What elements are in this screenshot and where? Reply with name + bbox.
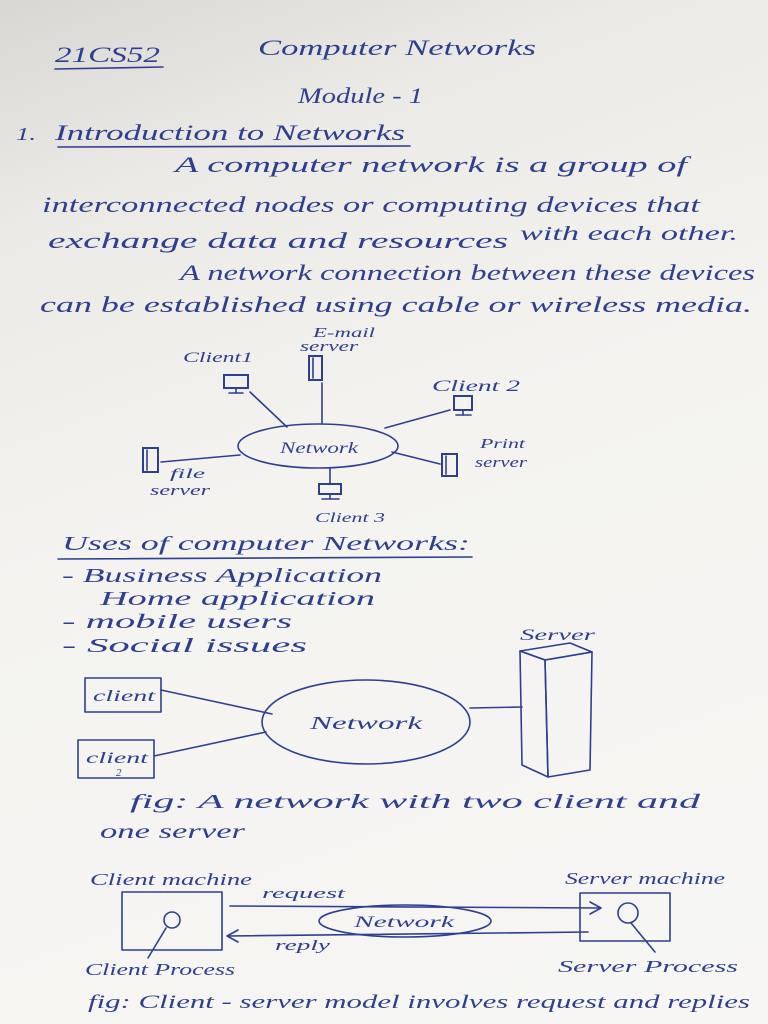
link-client2 (384, 409, 451, 429)
server-box-icon (519, 642, 593, 778)
client-label: client (93, 688, 156, 705)
figure-caption: one server (100, 821, 245, 843)
client-machine-box (121, 891, 223, 951)
request-arrow-icon (229, 901, 602, 915)
server-machine-label: Server machine (565, 869, 726, 888)
network-cloud (237, 423, 399, 469)
reply-arrow-icon (226, 929, 589, 943)
monitor-icon (223, 374, 249, 394)
client-process-icon (163, 911, 181, 929)
client3-label: Client 3 (315, 511, 385, 526)
link-client-b (153, 731, 267, 757)
network-cloud (318, 904, 492, 938)
paragraph-line: exchange data and resources (48, 228, 508, 253)
network-label: Network (308, 713, 424, 733)
course-code: 21CS52 (55, 42, 160, 67)
paragraph-line: A network connection between these devic… (177, 260, 755, 285)
link-print-server (391, 451, 441, 465)
uses-heading: Uses of computer Networks: (62, 533, 470, 555)
figure-caption: fig: Client - server model involves requ… (88, 992, 750, 1013)
list-item: - Business Application (62, 565, 382, 587)
client-machine-label: Client machine (90, 870, 253, 889)
monitor-icon (453, 395, 473, 416)
monitor-icon (318, 483, 342, 500)
client-server-diagram: Server client client 2 Network fig: A ne… (77, 627, 702, 843)
client-box (77, 739, 155, 779)
server-process-label: Server Process (558, 957, 739, 976)
network-label: Network (279, 440, 360, 457)
star-network-diagram: Network Client1 E-mail server Client 2 P… (142, 326, 527, 526)
client-process-pointer (147, 927, 167, 959)
server-tower-icon (142, 447, 159, 473)
request-label: request (262, 886, 347, 902)
print-server-label-line2: server (475, 455, 527, 471)
server-process-icon (617, 902, 639, 924)
server-tower-icon (308, 355, 323, 381)
section-title: Introduction to Networks (53, 120, 405, 145)
uses-section: Uses of computer Networks: - Business Ap… (57, 533, 473, 657)
section-title-underline (57, 145, 411, 148)
client2-label: Client 2 (432, 378, 520, 395)
page-title: Computer Networks (258, 35, 536, 60)
section-heading: 1. Introduction to Networks (16, 120, 411, 148)
server-label: Server (520, 627, 596, 644)
paragraph-line: can be established using cable or wirele… (40, 292, 752, 317)
file-server-label-line2: server (150, 483, 210, 499)
link-client1 (249, 391, 288, 428)
client-process-label: Client Process (85, 960, 236, 979)
link-server (469, 706, 523, 709)
client-label: client (86, 750, 149, 767)
email-server-label-line1: E-mail (311, 326, 375, 341)
paragraph-line: interconnected nodes or computing device… (42, 192, 701, 217)
network-label: Network (352, 914, 456, 931)
server-machine-box (579, 892, 671, 942)
module-label: Module - 1 (297, 83, 423, 108)
figure-caption: fig: A network with two client and (130, 791, 702, 813)
client-box (84, 677, 162, 713)
client1-label: Client1 (183, 350, 253, 366)
link-client-a (160, 689, 273, 715)
email-server-label-line2: server (300, 339, 358, 355)
list-item: - Social issues (62, 635, 307, 657)
file-server-label-line1: file (170, 467, 205, 482)
list-item: Home application (98, 588, 375, 610)
list-item: - mobile users (62, 611, 292, 633)
client-server-model-diagram: Client machine Server machine Network re… (85, 869, 750, 1013)
intro-paragraph: A computer network is a group of interco… (40, 152, 755, 317)
paragraph-line: A computer network is a group of (172, 152, 692, 177)
uses-heading-underline (57, 556, 473, 560)
server-tower-icon (441, 453, 458, 477)
reply-label: reply (275, 938, 331, 954)
link-file-server (160, 454, 241, 463)
section-number: 1. (16, 124, 36, 144)
client-index: 2 (116, 767, 122, 779)
server-process-pointer (630, 922, 656, 953)
print-server-label-line1: Print (478, 437, 526, 452)
page-header: 21CS52 Computer Networks Module - 1 (54, 35, 536, 108)
course-code-underline (54, 66, 164, 70)
paragraph-line: with each other. (520, 223, 738, 245)
network-cloud (261, 679, 471, 765)
